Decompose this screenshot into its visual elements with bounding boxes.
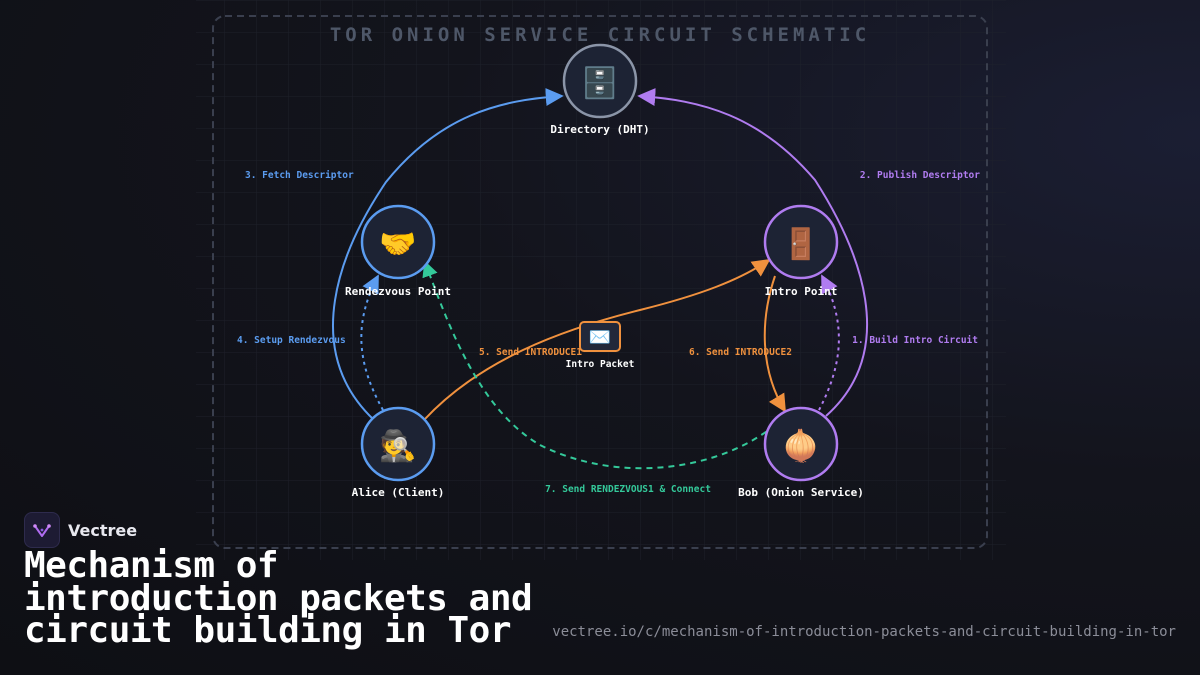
- diagram-title: TOR ONION SERVICE CIRCUIT SCHEMATIC: [330, 24, 870, 46]
- onion-icon: 🧅: [782, 427, 819, 464]
- node-intro-point: 🚪 Intro Point: [763, 204, 839, 298]
- edge-label-send-rendezvous1: 7. Send RENDEZVOUS1 & Connect: [545, 484, 711, 495]
- brand-name: Vectree: [68, 520, 138, 540]
- file-cabinet-icon: 🗄️: [581, 65, 618, 101]
- edge-label-fetch-descriptor: 3. Fetch Descriptor: [245, 170, 354, 181]
- node-label-bob: Bob (Onion Service): [738, 486, 864, 499]
- headline-line: introduction packets and: [24, 577, 533, 619]
- tor-circuit-diagram: TOR ONION SERVICE CIRCUIT SCHEMATIC 3. F…: [196, 0, 1006, 560]
- detective-icon: 🕵️: [379, 428, 416, 464]
- node-label-directory: Directory (DHT): [550, 123, 649, 136]
- diagram-frame: [212, 15, 988, 549]
- node-label-intro-point: Intro Point: [765, 285, 838, 298]
- node-directory: 🗄️ Directory (DHT): [550, 43, 650, 136]
- edge-label-publish-descriptor: 2. Publish Descriptor: [860, 170, 980, 181]
- node-rendezvous: 🤝 Rendezvous Point: [345, 204, 451, 298]
- intro-packet-label: Intro Packet: [566, 359, 635, 370]
- headline-line: circuit building in Tor: [24, 610, 512, 651]
- edge-fetch-descriptor: [332, 88, 564, 421]
- edge-label-send-introduce1: 5. Send INTRODUCE1: [479, 347, 582, 358]
- node-label-rendezvous: Rendezvous Point: [345, 285, 451, 298]
- edge-publish-descriptor: [637, 88, 869, 417]
- node-label-alice: Alice (Client): [352, 486, 445, 499]
- brand: Vectree: [24, 512, 137, 548]
- edge-build-intro-circuit: [818, 274, 840, 411]
- page-headline: Mechanism of introduction packets and ci…: [24, 545, 533, 651]
- headline-line: Mechanism of: [24, 545, 279, 586]
- vectree-logo-icon: [24, 512, 60, 548]
- source-url[interactable]: vectree.io/c/mechanism-of-introduction-p…: [552, 624, 1176, 640]
- edge-send-introduce1: [423, 258, 771, 421]
- node-bob: 🧅 Bob (Onion Service): [738, 406, 864, 499]
- edge-label-send-introduce2: 6. Send INTRODUCE2: [689, 347, 792, 358]
- edge-send-introduce2: [763, 275, 786, 413]
- edge-send-rendezvous1: [422, 260, 776, 470]
- node-alice: 🕵️ Alice (Client): [352, 406, 445, 499]
- intro-packet: ✉️ Intro Packet: [566, 321, 635, 370]
- handshake-icon: 🤝: [379, 227, 416, 262]
- edge-label-setup-rendezvous: 4. Setup Rendezvous: [237, 335, 346, 346]
- door-icon: 🚪: [782, 226, 819, 262]
- envelope-icon: ✉️: [589, 327, 611, 348]
- edge-label-build-intro-circuit: 1. Build Intro Circuit: [852, 335, 978, 346]
